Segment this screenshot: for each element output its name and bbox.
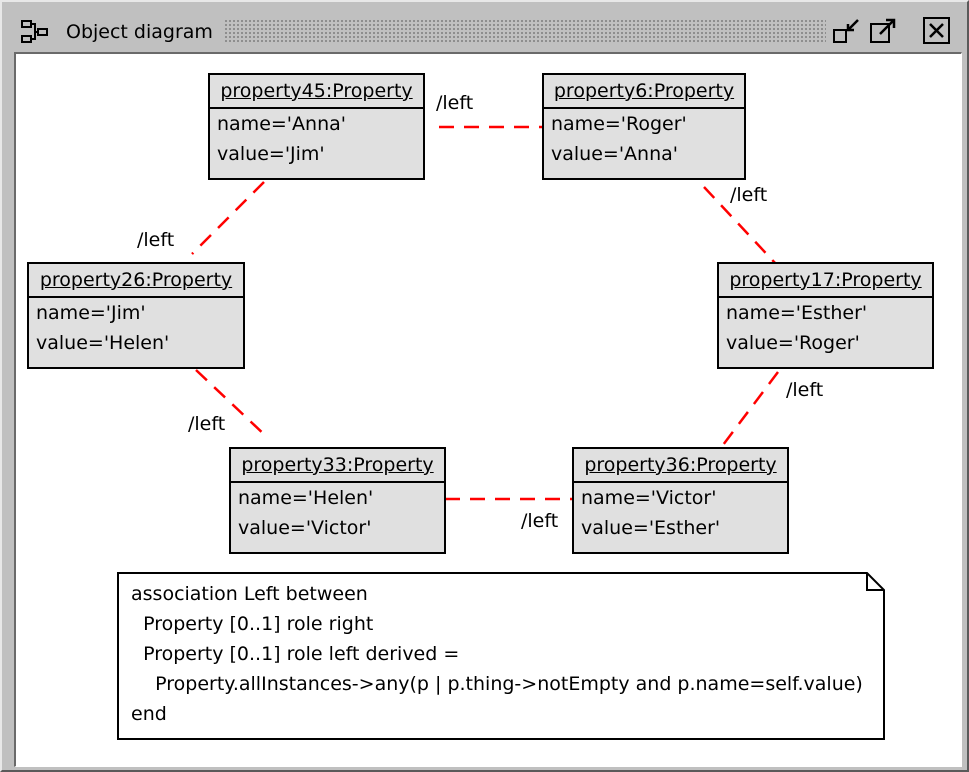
object-attribute: value='Anna'	[551, 143, 678, 165]
object-attribute: value='Jim'	[217, 143, 325, 165]
object-attribute: name='Esther'	[726, 302, 868, 324]
object-name: property26:Property	[39, 269, 233, 291]
object-name: property45:Property	[220, 80, 413, 102]
object-attribute: value='Roger'	[726, 332, 860, 354]
object-box[interactable]: property36:Property name='Victor' value=…	[572, 447, 789, 554]
link-line	[703, 186, 777, 265]
link-label: /left	[521, 510, 559, 532]
diagram-icon	[21, 20, 48, 43]
object-header: property6:Property	[544, 75, 744, 109]
note-line: Property [0..1] role left derived =	[131, 643, 460, 665]
link-label: /left	[436, 92, 474, 114]
object-attribute: name='Helen'	[238, 487, 374, 509]
object-header: property36:Property	[574, 449, 787, 483]
object-attribute: name='Anna'	[217, 113, 346, 135]
object-attribute: value='Helen'	[36, 332, 170, 354]
note-shape	[117, 572, 885, 740]
object-box[interactable]: property17:Property name='Esther' value=…	[717, 262, 934, 369]
note-line: association Left between	[131, 583, 368, 605]
object-attribute: value='Victor'	[238, 517, 372, 539]
title-bar[interactable]: Object diagram	[8, 12, 961, 48]
link-line	[719, 371, 779, 450]
object-box[interactable]: property26:Property name='Jim' value='He…	[27, 262, 245, 369]
object-attribute: name='Jim'	[36, 302, 146, 324]
object-header: property45:Property	[210, 75, 423, 109]
object-box[interactable]: property6:Property name='Roger' value='A…	[542, 73, 746, 180]
window-title: Object diagram	[66, 21, 213, 43]
link-line	[195, 369, 269, 439]
object-header: property33:Property	[231, 449, 444, 483]
object-name: property36:Property	[584, 454, 777, 476]
link-label: /left	[188, 413, 226, 435]
note-line: Property.allInstances->any(p | p.thing->…	[131, 673, 863, 695]
link-label: /left	[786, 379, 824, 401]
object-header: property26:Property	[29, 264, 243, 298]
object-attribute: value='Esther'	[581, 517, 721, 539]
minimize-icon[interactable]	[832, 16, 862, 46]
object-name: property33:Property	[241, 454, 434, 476]
object-box[interactable]: property45:Property name='Anna' value='J…	[208, 73, 425, 180]
link-label: /left	[137, 229, 175, 251]
note-line: end	[131, 703, 167, 725]
object-name: property17:Property	[729, 269, 922, 291]
link-line	[191, 181, 265, 255]
object-attribute: name='Roger'	[551, 113, 687, 135]
object-name: property6:Property	[553, 80, 735, 102]
note-line: Property [0..1] role right	[131, 613, 374, 635]
maximize-icon[interactable]	[868, 16, 898, 46]
object-header: property17:Property	[719, 264, 932, 298]
link-layer	[191, 125, 779, 501]
object-attribute: name='Victor'	[581, 487, 717, 509]
close-icon[interactable]	[922, 16, 952, 46]
title-grip[interactable]	[224, 19, 826, 43]
object-box[interactable]: property33:Property name='Helen' value='…	[229, 447, 446, 554]
link-label: /left	[730, 184, 768, 206]
ocl-note[interactable]: association Left between Property [0..1]…	[117, 572, 885, 740]
